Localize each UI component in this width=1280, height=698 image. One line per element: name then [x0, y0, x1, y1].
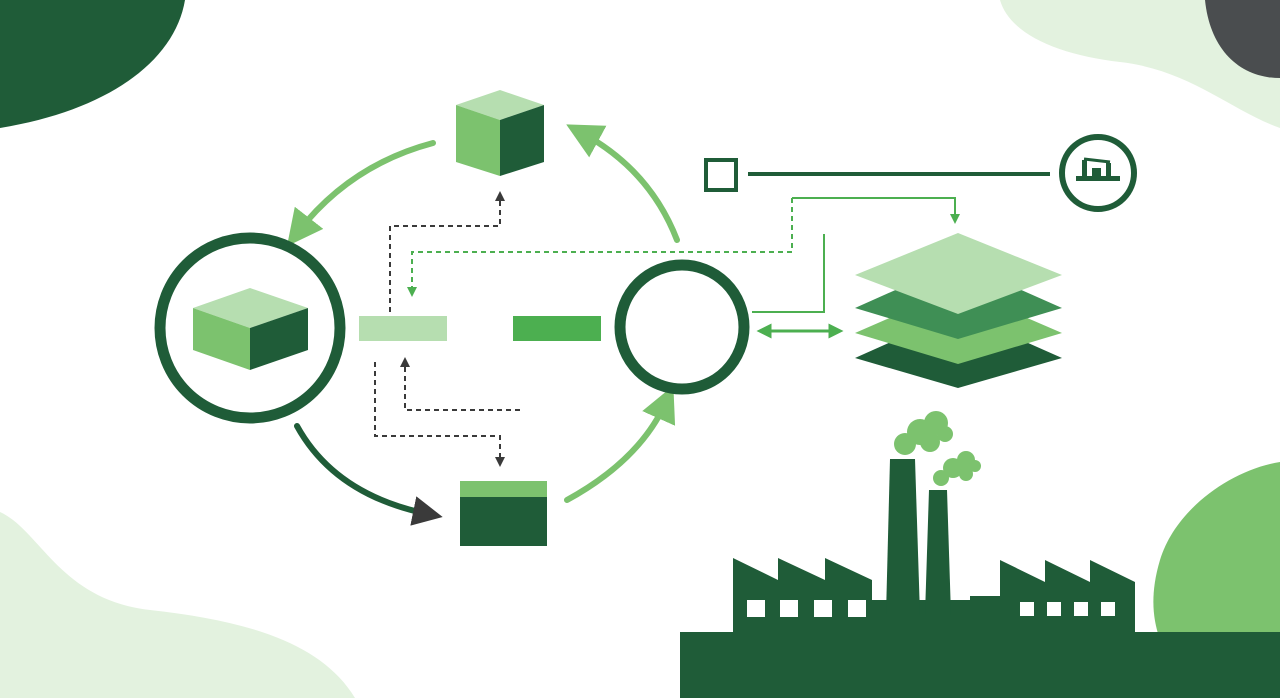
cycle-arrow-icon-top-left	[286, 140, 436, 247]
corner-blob-top-right-slate	[1205, 0, 1280, 78]
dashed-connector-from-layers	[407, 198, 793, 297]
corner-blob-bottom-left	[0, 512, 355, 698]
corner-blob-top-right-mist	[1000, 0, 1280, 128]
cube-icon-left	[193, 288, 308, 370]
factory-windows	[747, 600, 1115, 617]
smokestack-icon-short	[925, 490, 951, 615]
smoke-cloud-icon-short	[933, 451, 981, 486]
industrial-plant-badge-icon	[1059, 134, 1137, 212]
layer-stack-icon	[855, 233, 1062, 388]
cycle-arrow-icon-bottom-right	[564, 385, 676, 503]
bar-light	[359, 316, 447, 341]
corner-blob-top-left	[0, 0, 185, 128]
link-to-layers	[792, 197, 960, 224]
dashed-connectors	[374, 191, 793, 467]
bar-mid	[513, 316, 601, 341]
link-from-right-node	[752, 234, 825, 313]
factory-icon	[680, 459, 1280, 698]
small-square-icon	[704, 158, 738, 192]
dashed-connector-up-to-cube	[389, 191, 505, 312]
cycle-arrow-icon-top-right	[566, 124, 680, 243]
cycle-arrow-icon-bottom-left	[294, 423, 443, 526]
dashed-connector-down-to-block	[374, 362, 505, 467]
smoke-cloud-icon-tall	[894, 411, 953, 455]
right-node-ring	[614, 259, 750, 395]
corner-blob-bottom-right	[1153, 462, 1280, 640]
smokestack-icon-tall	[886, 459, 920, 615]
cube-icon-top	[456, 90, 544, 176]
storage-block-icon	[460, 481, 547, 546]
dashed-connector-up-to-bar	[400, 357, 520, 411]
